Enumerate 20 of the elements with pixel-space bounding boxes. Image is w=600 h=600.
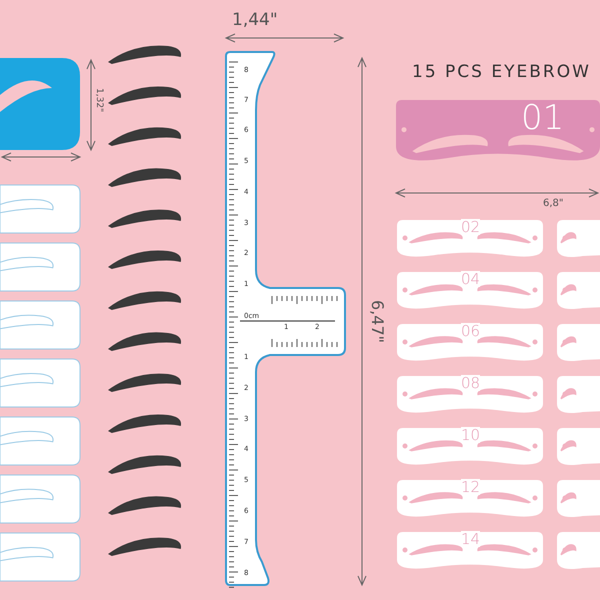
stencil-card (557, 376, 600, 416)
stencil-number: 04 (461, 271, 480, 287)
stencil-number: 06 (461, 323, 480, 339)
stencil-card (557, 324, 600, 364)
dimension-label: 6,8" (543, 198, 564, 209)
stencil-card (557, 220, 600, 260)
dimension-label: 1,44" (232, 10, 278, 30)
dimension-label: 6,47" (368, 300, 387, 343)
stencil-card (557, 532, 600, 572)
stencil-number: 14 (461, 531, 480, 547)
stencil-number: 08 (461, 375, 480, 391)
stencil-number: 01 (521, 100, 564, 136)
stencil-card (557, 428, 600, 468)
stencil-number: 02 (461, 219, 480, 235)
stencil-card (557, 272, 600, 312)
stencil-number: 12 (461, 479, 480, 495)
heading: 15 PCS EYEBROW (412, 62, 591, 82)
stencil-card (557, 480, 600, 520)
dimension-label: 1,32" (94, 88, 104, 112)
stencil-number: 10 (461, 427, 480, 443)
